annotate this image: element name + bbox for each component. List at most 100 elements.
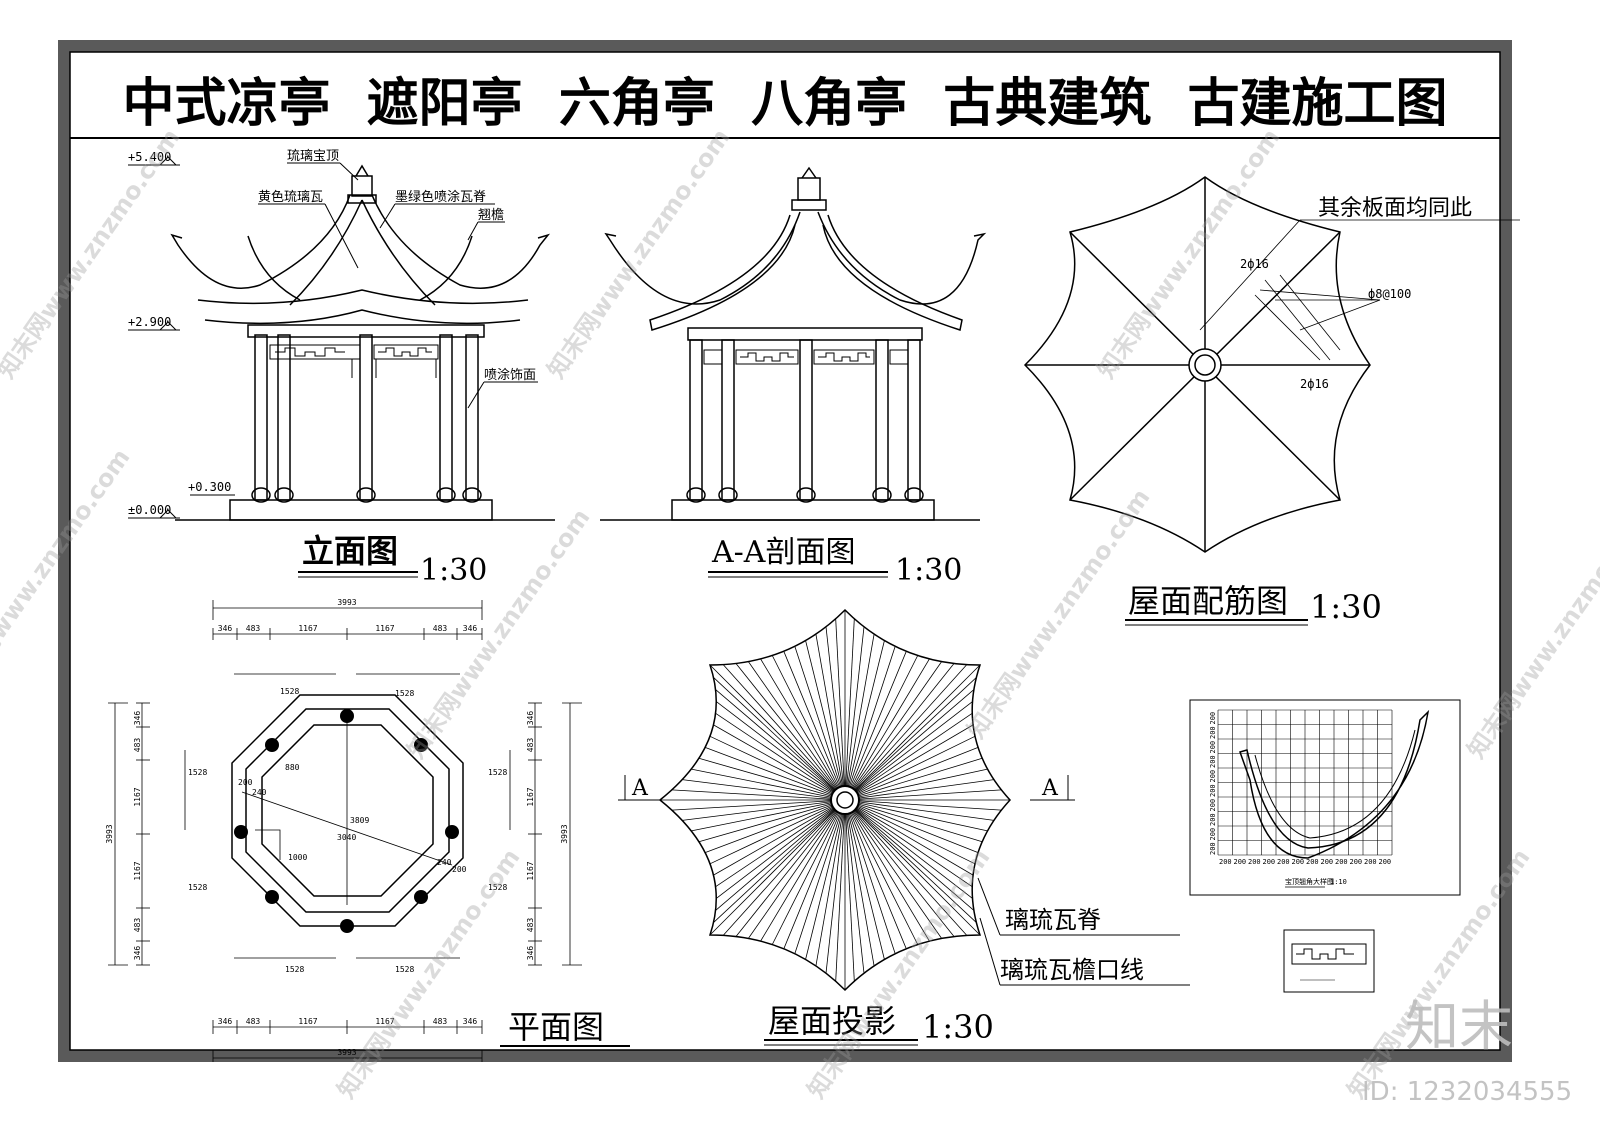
roof-tile-ray — [713, 677, 846, 801]
roof-tile-ray — [844, 651, 907, 801]
roof-tile-ray — [844, 799, 930, 942]
dim-edge-4: 1528 — [188, 768, 207, 777]
detail-caption-scale: 1:10 — [1330, 878, 1347, 886]
grid-label-y: 200 — [1209, 784, 1217, 797]
dim-top-1: 346 — [218, 624, 233, 633]
dim-inner-200-a: 200 — [238, 778, 253, 787]
roof-tile-ray — [691, 768, 846, 801]
elevation-label: 立面图 — [302, 532, 398, 570]
roof-tile-ray — [735, 663, 846, 801]
note-rebar-bottom: 2ф16 — [1300, 377, 1329, 391]
note-spray-finish: 喷涂饰面 — [484, 367, 536, 383]
roof-tile-ray — [844, 689, 975, 801]
note-other-slabs-same: 其余板面均同此 — [1318, 196, 1472, 221]
roof-tile-ray — [748, 661, 846, 801]
grid-label-y: 200 — [1209, 842, 1217, 855]
roof-tile-ray — [844, 655, 919, 801]
section-mark-left: A — [631, 776, 649, 801]
roof-tile-ray — [844, 799, 994, 821]
roof-tile-ray — [844, 799, 855, 982]
roof-tile-ray — [844, 799, 979, 853]
roof-tile-ray — [844, 663, 955, 801]
roof-tile-ray — [748, 799, 846, 939]
grid-label-x: 200 — [1321, 858, 1334, 866]
dim-edge-2: 1528 — [395, 689, 414, 698]
level-5400: +5.400 — [128, 150, 171, 164]
rebar-label: 屋面配筋图 — [1128, 582, 1288, 620]
dim-right-3: 1167 — [526, 787, 535, 806]
roof-tile-ray — [844, 658, 930, 801]
roof-tile-ray — [698, 799, 846, 843]
roof-tile-ray — [835, 799, 846, 982]
elevation-scale: 1:30 — [420, 553, 487, 588]
roof-tile-ray — [844, 747, 979, 801]
grid-label-y: 200 — [1209, 712, 1217, 725]
roof-tile-ray — [844, 799, 975, 911]
dim-edge-6: 1528 — [488, 883, 507, 892]
roof-tile-ray — [671, 789, 846, 801]
dim-inner-240-a: 240 — [252, 788, 267, 797]
roof-tile-ray — [844, 789, 1002, 801]
roof-tile-ray — [698, 757, 846, 801]
roof-tile-ray — [713, 724, 846, 801]
dim-top-total: 3993 — [337, 598, 356, 607]
roof-tile-ray — [760, 658, 846, 801]
dim-edge-1: 1528 — [280, 687, 299, 696]
dim-left-1: 346 — [133, 711, 142, 726]
grid-label-x: 200 — [1219, 858, 1232, 866]
roof-tile-ray — [844, 779, 994, 801]
roof-tile-ray — [844, 677, 977, 801]
dim-edge-5: 1528 — [188, 883, 207, 892]
roof-tile-ray — [709, 799, 846, 936]
roof-tile-ray — [783, 651, 846, 801]
dim-inner-880: 880 — [285, 763, 300, 772]
roof-tile-ray — [844, 664, 981, 801]
note-glazed-ridge: 璃琉瓦脊 — [1005, 906, 1101, 934]
dim-left-3: 1167 — [133, 787, 142, 806]
roof-tile-ray — [844, 661, 942, 801]
dim-right-total: 3993 — [560, 824, 569, 843]
dim-edge-7: 1528 — [285, 965, 304, 974]
roof-tile-ray — [844, 799, 865, 974]
dim-left-4: 1167 — [133, 861, 142, 880]
dim-bottom-3: 1167 — [298, 1017, 317, 1026]
note-green-ridge: 墨绿色喷涂瓦脊 — [395, 189, 486, 205]
detail-caption: 宝顶翘角大样图 — [1285, 877, 1334, 886]
dim-right-2: 483 — [526, 738, 535, 753]
roof-projection-scale: 1:30 — [922, 1008, 994, 1046]
roof-tile-ray — [844, 646, 896, 801]
roof-tile-ray — [715, 689, 846, 801]
roof-tile-ray — [709, 799, 846, 865]
roof-tile-ray — [783, 799, 846, 949]
section-mark-right: A — [1041, 776, 1059, 801]
roof-tile-ray — [844, 712, 973, 801]
dim-bottom-total: 3993 — [337, 1048, 356, 1057]
dim-right-4: 1167 — [526, 861, 535, 880]
plan-view: 3993 346 483 1167 1167 483 346 — [105, 598, 630, 1062]
note-glazed-finial: 琉璃宝顶 — [287, 149, 339, 164]
grid-label-x: 200 — [1379, 858, 1392, 866]
roof-tile-ray — [704, 799, 846, 853]
grid-label-y: 200 — [1209, 813, 1217, 826]
elevation-view: +5.400 +2.900 +0.300 ±0.000 琉璃宝顶 黄色琉璃瓦 墨… — [128, 149, 555, 588]
dim-left-total: 3993 — [105, 824, 114, 843]
note-stirrup: ф8@100 — [1368, 287, 1411, 301]
dim-right-1: 346 — [526, 711, 535, 726]
roof-tile-ray — [844, 799, 885, 960]
roof-tile-ray — [722, 664, 846, 801]
roof-tile-ray — [704, 747, 846, 801]
roof-tile-ray — [844, 799, 1002, 811]
dim-left-2: 483 — [133, 738, 142, 753]
roof-tile-ray — [671, 799, 846, 811]
roof-tile-ray — [715, 799, 846, 911]
note-yellow-glazed-tile: 黄色琉璃瓦 — [258, 189, 323, 205]
roof-tile-ray — [715, 799, 846, 888]
fretwork-detail — [1283, 929, 1375, 993]
section-scale: 1:30 — [895, 553, 962, 588]
dim-left-6: 346 — [133, 946, 142, 961]
dim-bottom-2: 483 — [246, 1017, 261, 1026]
roof-tile-ray — [844, 799, 976, 865]
grid-label-y: 200 — [1209, 726, 1217, 739]
roof-tile-ray — [844, 626, 865, 801]
grid-label-x: 200 — [1306, 858, 1319, 866]
